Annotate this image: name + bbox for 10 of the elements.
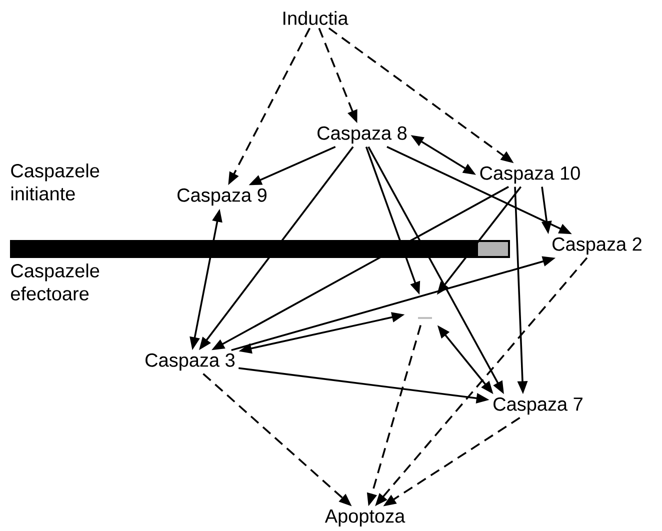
node-label: Inductia (283, 11, 348, 25)
node-label: Caspaza 10 (480, 166, 580, 184)
node-label: Apoptoza (324, 510, 406, 526)
node-label: Caspaza 3 (146, 353, 235, 371)
side-label: Caspazele efectoare (11, 264, 100, 300)
side-label: Caspazele initiante (11, 164, 100, 200)
node-label: Caspaza 9 (178, 188, 266, 206)
node-label: Caspaza 7 (494, 397, 582, 415)
node-label: Caspaza 8 (318, 126, 407, 144)
node-label: Caspaza 2 (552, 237, 642, 255)
